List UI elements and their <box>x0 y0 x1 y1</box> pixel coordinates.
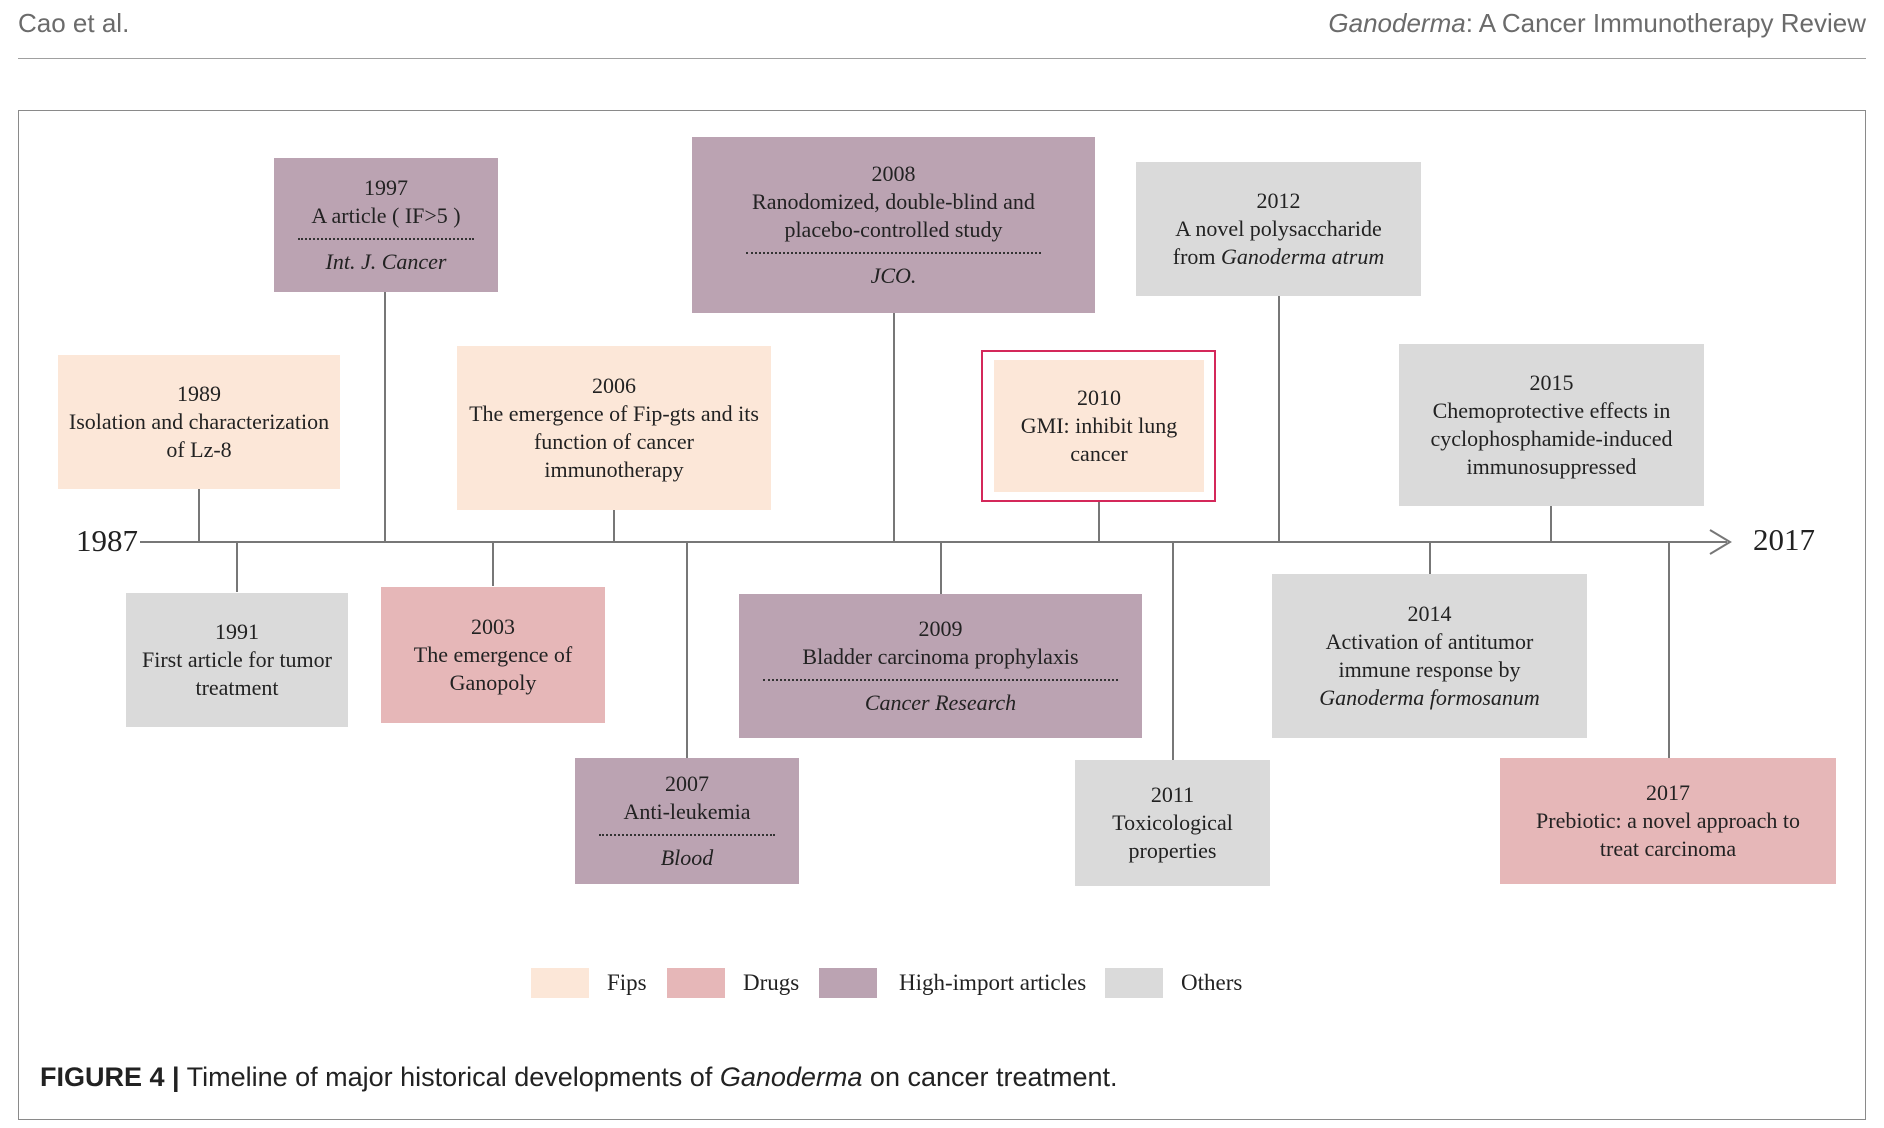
event-2007: 2007 Anti-leukemia Blood <box>575 758 799 884</box>
legend-swatch-drugs <box>667 968 725 998</box>
legend-label: Fips <box>607 970 647 995</box>
species-name: Ganoderma atrum <box>1221 244 1385 269</box>
figure-label: FIGURE 4 | <box>40 1062 180 1092</box>
event-year: 1991 <box>215 619 259 644</box>
legend-swatch-high-import <box>819 968 877 998</box>
event-2011: 2011 Toxicological properties <box>1075 760 1270 886</box>
event-1991: 1991 First article for tumor treatment <box>126 593 348 727</box>
event-source-journal: Blood <box>599 834 775 872</box>
event-2006: 2006 The emergence of Fip-gts and its fu… <box>457 346 771 510</box>
event-year: 1997 <box>364 175 408 200</box>
event-year: 2008 <box>871 161 916 186</box>
legend-swatch-fips <box>531 968 589 998</box>
event-text: Isolation and characterization of Lz-8 <box>68 409 330 462</box>
event-year: 2012 <box>1256 188 1301 213</box>
event-year: 2007 <box>665 771 709 796</box>
event-year: 2003 <box>471 614 515 639</box>
event-text-line1: A novel polysaccharide <box>1175 216 1382 241</box>
timeline-start-label: 1987 <box>76 523 138 558</box>
event-source-journal: JCO. <box>746 252 1041 290</box>
caption-genus: Ganoderma <box>719 1062 863 1092</box>
event-2010: 2010 GMI: inhibit lung cancer <box>994 360 1204 492</box>
event-text: Anti-leukemia <box>623 799 751 824</box>
header-rule <box>18 58 1866 59</box>
event-text: First article for tumor treatment <box>141 647 332 700</box>
event-1989: 1989 Isolation and characterization of L… <box>58 355 340 489</box>
event-text: Toxicological properties <box>1112 810 1233 863</box>
event-text: The emergence of Fip-gts and its functio… <box>469 401 759 482</box>
event-text: Ranodomized, double-blind and placebo-co… <box>752 189 1035 242</box>
event-text-from: from <box>1172 244 1222 269</box>
event-2012: 2012 A novel polysaccharide from Ganoder… <box>1136 162 1421 296</box>
event-text: Bladder carcinoma prophylaxis <box>802 644 1079 669</box>
legend-label: Drugs <box>743 970 800 995</box>
event-text: Activation of antitumor immune response … <box>1325 629 1534 682</box>
event-year: 2011 <box>1150 782 1195 807</box>
event-year: 2014 <box>1407 601 1452 626</box>
event-2014: 2014 Activation of antitumor immune resp… <box>1272 574 1587 738</box>
legend-item-others: Others <box>1105 968 1242 998</box>
timeline-arrowhead <box>1709 529 1732 555</box>
event-year: 2010 <box>1077 385 1121 410</box>
event-text: GMI: inhibit lung cancer <box>1020 413 1178 466</box>
legend-item-drugs: Drugs <box>667 968 799 998</box>
timeline-end-label: 2017 <box>1753 522 1815 557</box>
event-year: 2017 <box>1646 780 1690 805</box>
event-1997: 1997 A article ( IF>5 ) Int. J. Cancer <box>274 158 498 292</box>
header-genus: Ganoderma <box>1328 8 1466 38</box>
figure-caption: FIGURE 4 | Timeline of major historical … <box>40 1062 1118 1093</box>
highlight-frame-2010 <box>981 350 1216 502</box>
event-source-journal: Cancer Research <box>763 679 1118 717</box>
caption-text-post: on cancer treatment. <box>862 1062 1118 1092</box>
event-2015: 2015 Chemoprotective effects in cyclopho… <box>1399 344 1704 506</box>
event-text: Prebiotic: a novel approach to treat car… <box>1536 808 1800 861</box>
legend-label: High-import articles <box>899 970 1087 995</box>
event-text: The emergence of Ganopoly <box>413 642 573 695</box>
species-name: Ganoderma formosanum <box>1319 685 1540 710</box>
event-2008: 2008 Ranodomized, double-blind and place… <box>692 137 1095 313</box>
event-2017: 2017 Prebiotic: a novel approach to trea… <box>1500 758 1836 884</box>
event-year: 2006 <box>592 373 636 398</box>
legend-item-fips: Fips <box>531 968 647 998</box>
caption-text-pre: Timeline of major historical development… <box>179 1062 720 1092</box>
legend-item-high-import: High-import articles <box>819 968 1086 998</box>
legend-swatch-others <box>1105 968 1163 998</box>
event-year: 2015 <box>1529 370 1574 395</box>
event-2009: 2009 Bladder carcinoma prophylaxis Cance… <box>739 594 1142 738</box>
event-text-line2: from Ganoderma atrum <box>1146 243 1411 271</box>
event-source-journal: Int. J. Cancer <box>298 238 474 276</box>
header-title-rest: : A Cancer Immunotherapy Review <box>1465 8 1866 38</box>
event-text: A article ( IF>5 ) <box>311 203 461 228</box>
event-2003: 2003 The emergence of Ganopoly <box>381 587 605 723</box>
event-year: 2009 <box>918 616 963 641</box>
running-header-title: Ganoderma: A Cancer Immunotherapy Review <box>1328 8 1866 39</box>
event-text: Chemoprotective effects in cyclophospham… <box>1430 398 1673 479</box>
running-header-authors: Cao et al. <box>18 8 130 38</box>
legend-label: Others <box>1181 970 1243 995</box>
event-year: 1989 <box>177 381 221 406</box>
figure-frame <box>18 110 1866 1120</box>
